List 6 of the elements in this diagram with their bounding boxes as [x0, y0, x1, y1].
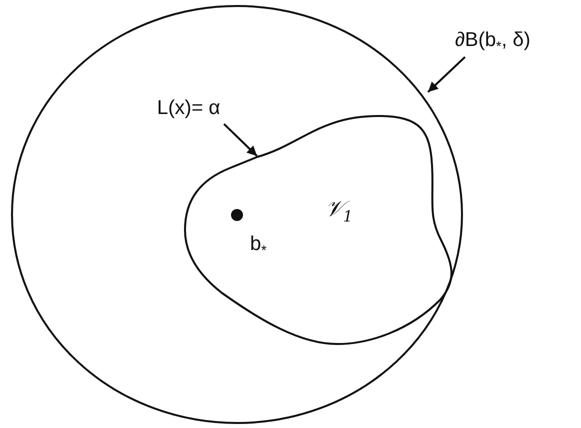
leader-arrow	[427, 56, 466, 93]
region-label: 𝒱$_{1}$	[325, 199, 353, 225]
point-label: b$_{*}$	[250, 234, 267, 257]
level-set-label: L(x)= α	[157, 98, 220, 118]
leader-arrow	[223, 123, 258, 157]
ball-boundary-label: ∂B(b$_{*}$, δ)	[455, 30, 530, 53]
